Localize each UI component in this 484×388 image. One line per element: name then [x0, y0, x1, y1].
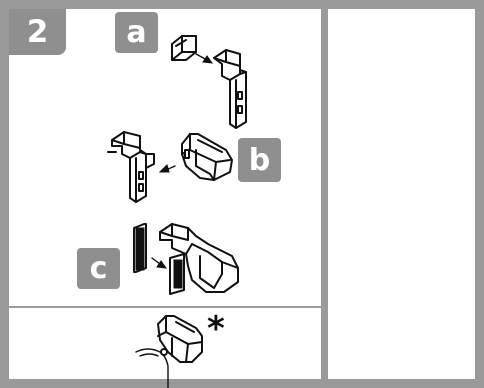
- step-number-badge: 2: [9, 9, 66, 55]
- clip-part-a: [171, 35, 197, 61]
- holder-c: [159, 223, 239, 295]
- instruction-panel: [0, 0, 328, 388]
- asterisk-note: *: [207, 309, 225, 349]
- label-a-badge: a: [115, 12, 158, 53]
- holder-cord: [135, 315, 203, 388]
- bracket-b: [107, 131, 155, 203]
- holder-b: [181, 133, 233, 181]
- blank-panel: [328, 0, 484, 388]
- arrow-a: [195, 53, 214, 64]
- bracket-a: [213, 49, 247, 129]
- arrow-b: [158, 164, 176, 173]
- label-c-badge: c: [77, 248, 120, 289]
- arrow-c: [151, 257, 168, 269]
- panel-divider: [9, 306, 321, 308]
- pad-c: [133, 223, 147, 273]
- label-b-badge: b: [238, 138, 281, 182]
